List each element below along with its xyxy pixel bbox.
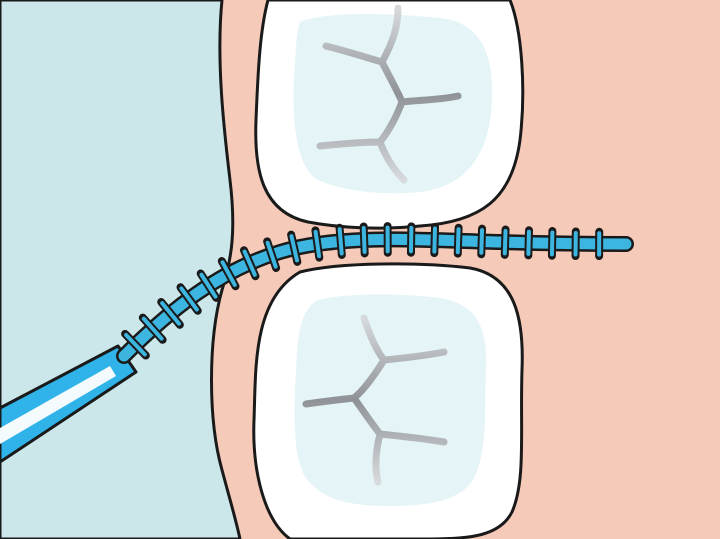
bristle-tuft	[160, 301, 181, 326]
bristle-tuft	[220, 260, 237, 287]
bristle-tuft	[337, 227, 344, 256]
bristle-tuft	[289, 234, 299, 263]
bristle-tuft	[526, 229, 531, 256]
bristle-tuft	[141, 316, 164, 341]
cheek-region	[0, 0, 242, 539]
lower-molar-icon	[252, 262, 524, 539]
brush-handle-highlight	[0, 366, 116, 444]
bristle-tuft	[199, 272, 218, 299]
bristle-tuft	[479, 228, 485, 255]
bristle-tuft	[455, 227, 461, 255]
upper-molar-icon	[254, 0, 525, 230]
interdental-brush-icon	[0, 222, 634, 464]
bristle-tuft	[502, 228, 508, 256]
bristle-tuft	[313, 229, 322, 259]
brush-bristles	[121, 222, 604, 360]
bristle-tuft	[265, 240, 278, 269]
bristle-tuft	[361, 225, 367, 254]
bristle-tuft	[179, 286, 199, 312]
bristle-tuft	[124, 332, 147, 357]
bristle-tuft	[242, 249, 257, 277]
bristle-tuft	[432, 226, 437, 254]
